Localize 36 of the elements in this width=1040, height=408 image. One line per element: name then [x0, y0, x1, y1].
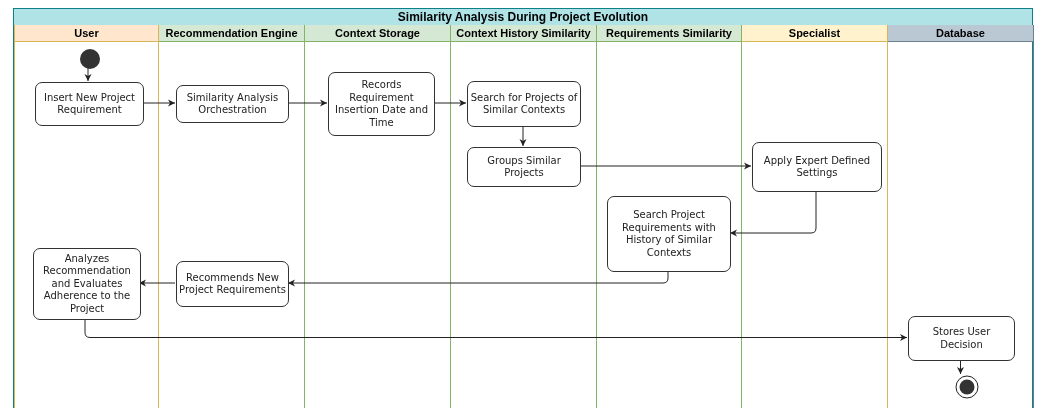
arrow [84, 318, 908, 341]
swimlane [451, 25, 597, 408]
arrow [287, 99, 328, 107]
swimlane [305, 25, 451, 408]
action-box: Insert New Project Requirement [35, 82, 144, 126]
action-box: Groups Similar Projects [467, 147, 581, 187]
lane-header: Context History Similarity [451, 25, 596, 42]
arrow [957, 359, 964, 375]
action-box: Similarity Analysis Orchestration [176, 85, 289, 123]
lane-header: Context Storage [305, 25, 450, 42]
lane-header: User [15, 25, 158, 42]
action-box: Records Requirement Insertion Date and Time [328, 72, 435, 136]
lane-header: Specialist [742, 25, 887, 42]
action-box: Search Project Requirements with History of Similar Contexts [607, 196, 731, 272]
swimlane [159, 25, 305, 408]
lane-header: Database [888, 25, 1033, 42]
lane-header: Recommendation Engine [159, 25, 304, 42]
arrow [579, 162, 752, 170]
arrow [433, 99, 467, 107]
action-box: Apply Expert Defined Settings [752, 142, 882, 192]
swimlane [888, 25, 1034, 408]
swimlane [597, 25, 742, 408]
end-node [955, 375, 979, 399]
pool [13, 8, 1033, 408]
action-box: Stores User Decision [908, 316, 1015, 361]
arrow [287, 270, 669, 287]
action-box: Analyzes Recommendation and Evaluates Adherence to the Project [33, 248, 141, 320]
arrow [84, 67, 92, 82]
start-node [80, 49, 100, 69]
arrow [519, 125, 527, 147]
action-box: Recommends New Project Requirements [176, 261, 289, 307]
swimlane [14, 25, 159, 408]
arrow [729, 190, 817, 237]
lane-header: Requirements Similarity [597, 25, 741, 42]
swimlane [742, 25, 888, 408]
action-box: Search for Projects of Similar Contexts [467, 81, 581, 127]
